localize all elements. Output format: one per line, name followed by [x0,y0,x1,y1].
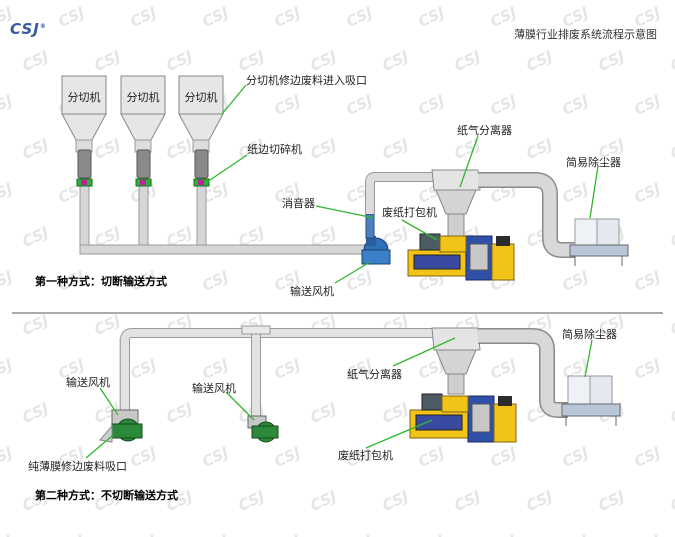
exhaust-duct [478,173,575,257]
separator-2 [431,327,481,395]
dust-collector-1 [569,218,629,266]
cutter-label-1: 分切机 [67,91,101,104]
shredder-2 [135,149,152,246]
cutter-unit-3 [178,75,224,153]
csj-logo: CSJ® [10,20,47,38]
leader-lines [85,84,599,459]
label-trim-inlet: 分切机修边废料进入吸口 [246,74,367,87]
cutter-unit-1 [61,75,107,153]
cutter-label-3: 分切机 [184,91,218,104]
dust-collector-2 [561,375,621,426]
label-dust-collector-1: 简易除尘器 [566,156,621,169]
baler-1 [407,233,515,281]
baler-2 [409,393,517,443]
label-fan-1: 输送风机 [290,285,334,298]
label-separator-1: 纸气分离器 [457,124,512,137]
shredder-3 [193,149,210,246]
fan-1 [361,236,391,265]
fan-3 [247,415,279,443]
method-1-title: 第一种方式：切断输送方式 [35,275,167,288]
riser-pipe [366,173,445,214]
method-2-title: 第二种方式：不切断输送方式 [35,489,178,502]
cutter-unit-2 [120,75,166,153]
fan-2 [99,409,143,443]
label-separator-2: 纸气分离器 [347,368,402,381]
section2-ducts [119,325,458,420]
label-muffler: 消音器 [282,197,315,210]
exhaust-duct-2 [478,329,568,417]
label-baler-2: 废纸打包机 [338,449,393,462]
label-film-inlet: 纯薄膜修边废料吸口 [28,460,127,473]
shredder-1 [76,149,93,246]
separator-1 [431,169,481,237]
collection-pipe [79,244,371,255]
label-edge-shredder: 纸边切碎机 [247,143,302,156]
label-dust-collector-2: 简易除尘器 [562,328,617,341]
label-baler-1: 废纸打包机 [382,206,437,219]
diagram-title: 薄膜行业排废系统流程示意图 [514,28,657,41]
cutter-label-2: 分切机 [126,91,160,104]
label-fan-3: 输送风机 [192,382,236,395]
label-fan-2: 输送风机 [66,376,110,389]
